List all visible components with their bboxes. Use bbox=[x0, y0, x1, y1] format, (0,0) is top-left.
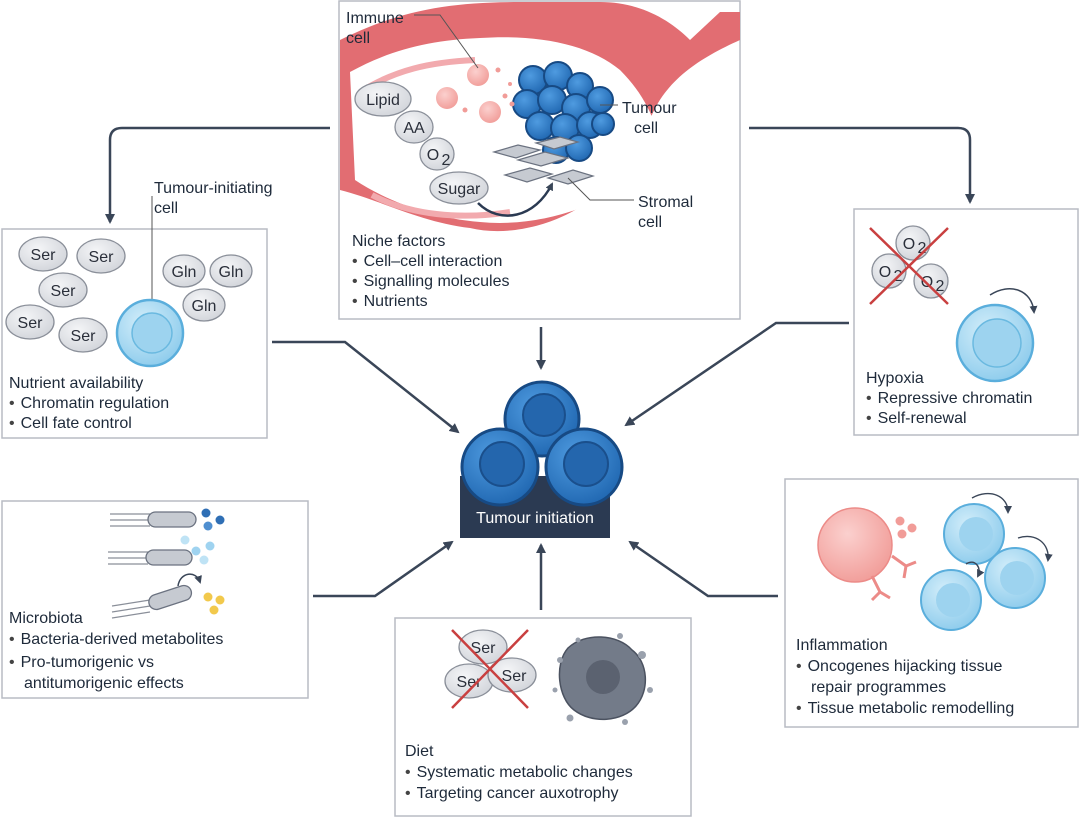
ser-chip bbox=[76, 238, 126, 274]
niche-title: Niche factors bbox=[352, 233, 446, 250]
inflammatory-cell bbox=[817, 507, 893, 583]
o2-label: O bbox=[879, 264, 891, 281]
microbiota-illustration bbox=[108, 508, 225, 619]
o2-label: O bbox=[903, 236, 915, 253]
receptor bbox=[891, 554, 917, 579]
arrow-hypoxia-to-center bbox=[624, 321, 849, 427]
o2-molecule bbox=[895, 225, 931, 261]
ser-chip bbox=[18, 236, 68, 272]
receptor bbox=[870, 575, 891, 602]
hypoxia-illustration: O 2 O 2 O 2 bbox=[869, 225, 1038, 383]
gln-label: Gln bbox=[219, 264, 244, 281]
chip-o2-label: O bbox=[427, 147, 439, 164]
arrow-niche-to-nutrient bbox=[105, 126, 330, 224]
ser-label: Ser bbox=[18, 315, 44, 332]
chip-o2-subscript: 2 bbox=[442, 152, 451, 169]
chip-aa bbox=[394, 110, 434, 144]
inflammation-bullet-continuation: repair programmes bbox=[811, 679, 947, 696]
stromal-cell-label-line2: cell bbox=[638, 214, 663, 231]
hypoxia-bullet: Repressive chromatin bbox=[866, 388, 1033, 409]
immune-cell-pointer bbox=[414, 14, 479, 69]
hypoxia-title: Hypoxia bbox=[866, 370, 924, 387]
tumour-cell-cluster bbox=[512, 61, 615, 164]
immune-cell-label-line1: Immune bbox=[346, 10, 404, 27]
gln-label: Gln bbox=[192, 298, 217, 315]
metabolites bbox=[180, 508, 225, 615]
ser-label: Ser bbox=[31, 247, 57, 264]
arrow-microbiota-to-center bbox=[313, 540, 454, 598]
tumour-cell-label-line2: cell bbox=[634, 120, 659, 137]
ser-label: Ser bbox=[89, 249, 115, 266]
diet-bullet: Systematic metabolic changes bbox=[405, 762, 633, 783]
arrow-niche-to-hypoxia bbox=[749, 126, 975, 204]
niche-bullet: Nutrients bbox=[352, 291, 428, 312]
hypoxia-cross bbox=[869, 227, 949, 305]
ser-chip bbox=[58, 317, 108, 353]
dying-cell bbox=[552, 633, 653, 725]
tumour-initiating-cell-label-line1: Tumour-initiating bbox=[154, 180, 273, 197]
microbiota-bullet-continuation: antitumorigenic effects bbox=[24, 675, 184, 692]
diet-title: Diet bbox=[405, 743, 434, 760]
ser-chip bbox=[5, 304, 55, 340]
ser-chip bbox=[38, 272, 88, 308]
nutrient-bullet: Chromatin regulation bbox=[9, 393, 170, 414]
niche-illustration: Lipid AA O 2 Sugar bbox=[340, 2, 740, 232]
gln-chip bbox=[209, 254, 253, 288]
bacteria bbox=[108, 511, 202, 619]
diet-bullet: Targeting cancer auxotrophy bbox=[405, 783, 619, 804]
arrow-inflammation-to-center bbox=[628, 540, 778, 598]
chip-lipid-label: Lipid bbox=[366, 92, 400, 109]
ser-label: Ser bbox=[457, 674, 483, 691]
immune-cell-label-line2: cell bbox=[346, 30, 371, 47]
chip-aa-label: AA bbox=[403, 120, 425, 137]
inflammation-bullet: Oncogenes hijacking tissue bbox=[796, 656, 1003, 677]
immune-cells bbox=[436, 64, 515, 123]
ser-chip bbox=[458, 629, 508, 665]
inflammation-bullet: Tissue metabolic remodelling bbox=[796, 698, 1015, 719]
o2-molecule bbox=[913, 263, 949, 299]
niche-bullet: Cell–cell interaction bbox=[352, 251, 503, 272]
diet-cross bbox=[451, 629, 529, 709]
niche-bullet: Signalling molecules bbox=[352, 271, 510, 292]
o2-subscript: 2 bbox=[918, 240, 927, 257]
center-label: Tumour initiation bbox=[476, 510, 594, 527]
microbiota-bullet: Pro-tumorigenic vs bbox=[9, 652, 154, 673]
self-renewal-arrow bbox=[989, 287, 1038, 314]
nutrient-bullet: Cell fate control bbox=[9, 413, 132, 434]
stromal-cell-pointer bbox=[567, 177, 634, 201]
gln-chip bbox=[182, 288, 226, 322]
chip-sugar-label: Sugar bbox=[438, 181, 481, 198]
gln-chip bbox=[162, 254, 206, 288]
tumour-cell-label-line1: Tumour bbox=[622, 100, 677, 117]
gln-label: Gln bbox=[172, 264, 197, 281]
inflammation-illustration bbox=[817, 493, 1053, 631]
hypoxia-bullet: Self-renewal bbox=[866, 408, 967, 429]
proliferating-stem-cells bbox=[920, 493, 1053, 631]
center-tumour-cluster bbox=[460, 380, 624, 538]
microbiota-bullet: Bacteria-derived metabolites bbox=[9, 629, 224, 650]
o2-subscript: 2 bbox=[936, 278, 945, 295]
chip-lipid bbox=[354, 81, 412, 117]
ser-label: Ser bbox=[71, 328, 97, 345]
diet-illustration: Ser Ser Ser bbox=[444, 629, 653, 725]
inflammation-title: Inflammation bbox=[796, 637, 888, 654]
chip-sugar bbox=[429, 171, 489, 205]
stromal-cell-label-line1: Stromal bbox=[638, 194, 694, 211]
ser-label: Ser bbox=[471, 640, 497, 657]
nutrient-illustration: Ser Ser Ser Ser Ser Gln Gln Gln bbox=[5, 196, 253, 368]
sugar-uptake-arrow bbox=[477, 182, 554, 217]
chip-o2 bbox=[419, 137, 455, 171]
nutrient-title: Nutrient availability bbox=[9, 375, 144, 392]
arrow-nutrient-to-center bbox=[272, 340, 460, 434]
tumour-initiating-cell-label-line2: cell bbox=[154, 200, 179, 217]
microbiota-title: Microbiota bbox=[9, 610, 83, 627]
o2-molecule bbox=[871, 253, 907, 289]
ser-label: Ser bbox=[502, 668, 528, 685]
ser-label: Ser bbox=[51, 283, 77, 300]
stromal-cells bbox=[491, 136, 596, 185]
